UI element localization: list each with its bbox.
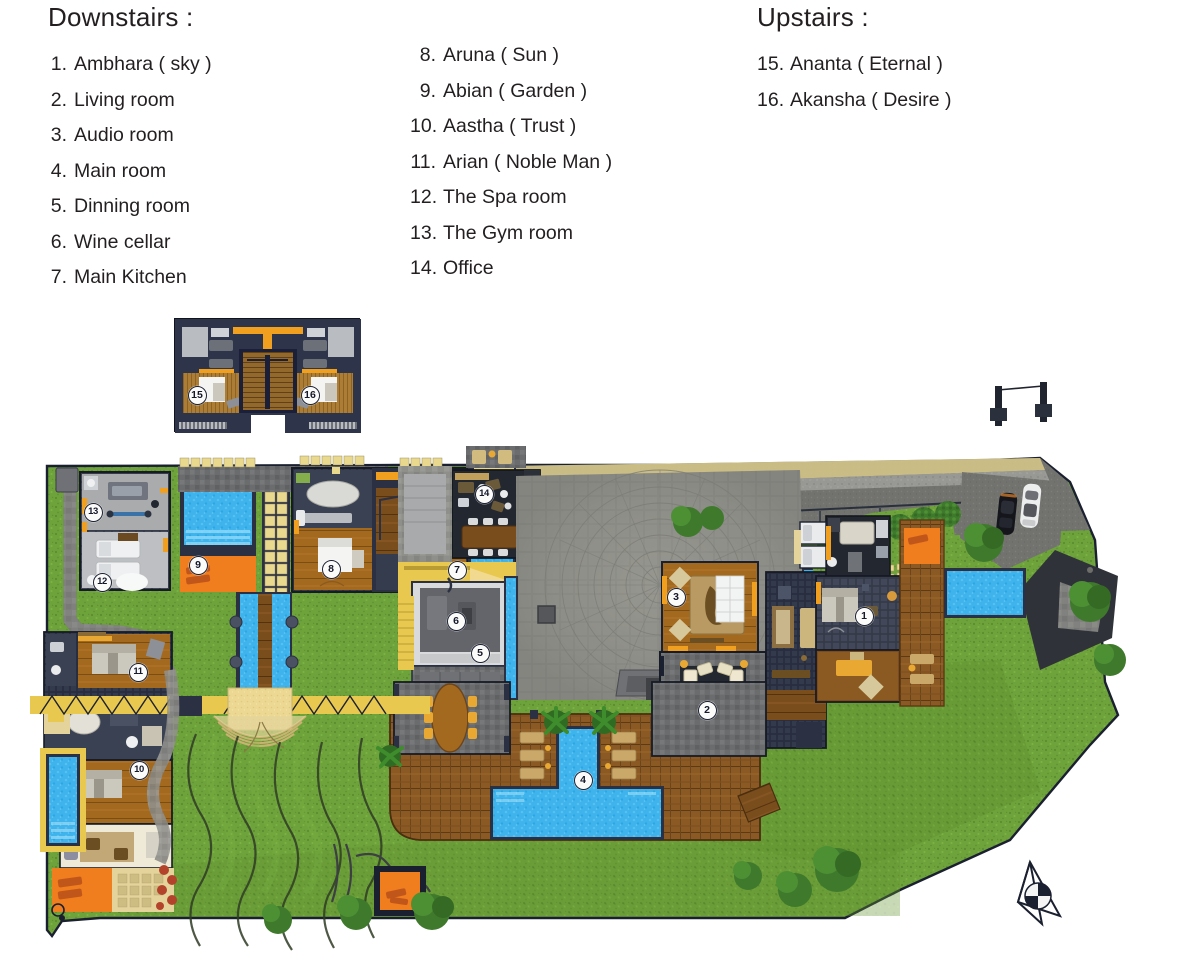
inset-room-marker-15[interactable]: 15	[187, 385, 207, 405]
legend-item-number: 6.	[50, 230, 67, 253]
legend-item-number: 7.	[50, 266, 67, 288]
legend-item-number: 13.	[410, 221, 438, 244]
site-plan: 1 2 3 4 5 6 7 8 9 10 11 12 13 14	[0, 370, 1200, 975]
legend-item: 15.Ananta ( Eternal )	[757, 47, 951, 83]
legend-downstairs: Downstairs : 1. Ambhara ( sky ) 2. Living …	[48, 2, 212, 296]
legend-item: 12.The Spa room	[410, 180, 612, 216]
legend-item: 5. Dinning room	[48, 189, 212, 225]
legend-downstairs-column-2: 8. Aruna ( Sun ) 9. Abian ( Garden ) 10.Aa…	[410, 38, 612, 287]
legend-downstairs-list: 1. Ambhara ( sky ) 2. Living room 3. Audio …	[48, 47, 212, 296]
site-marker-5[interactable]: 5	[470, 643, 490, 663]
legend-item: 16.Akansha ( Desire )	[757, 83, 951, 119]
legend-item-label: Abian ( Garden )	[443, 79, 588, 102]
site-marker-8[interactable]: 8	[321, 559, 341, 579]
legend-item-number: 9.	[419, 79, 436, 102]
legend-item-number: 12.	[410, 186, 438, 208]
site-marker-6[interactable]: 6	[446, 611, 466, 631]
legend-downstairs-list-2: 8. Aruna ( Sun ) 9. Abian ( Garden ) 10.Aa…	[410, 38, 612, 287]
legend-upstairs-list: 15.Ananta ( Eternal ) 16.Akansha ( Desir…	[757, 47, 951, 118]
legend-item: 1. Ambhara ( sky )	[48, 47, 212, 83]
site-marker-3[interactable]: 3	[666, 587, 686, 607]
legend-item-label: Ambhara ( sky )	[74, 53, 212, 75]
legend-item: 6. Wine cellar	[48, 225, 212, 261]
upstairs-floorplan-inset: 15 16	[174, 318, 361, 433]
legend-item-label: Aastha ( Trust )	[443, 115, 577, 137]
legend-item-number: 2.	[50, 88, 67, 111]
legend-item: 2. Living room	[48, 83, 212, 119]
legend-item-label: Aruna ( Sun )	[443, 44, 559, 66]
legend-item-number: 3.	[50, 124, 67, 146]
site-marker-1[interactable]: 1	[854, 606, 874, 626]
legend-item-number: 5.	[50, 195, 67, 217]
legend-item-number: 11.	[410, 150, 436, 173]
legend-item: 7. Main Kitchen	[48, 260, 212, 296]
legend-item: 10.Aastha ( Trust )	[410, 109, 612, 145]
legend-item-number: 16.	[757, 88, 785, 111]
legend-item-label: Office	[443, 257, 494, 279]
legend-item-number: 1.	[50, 53, 67, 75]
legend-item-label: Dinning room	[74, 195, 190, 217]
legend-item-label: Living room	[74, 88, 175, 111]
legend-item: 9. Abian ( Garden )	[410, 74, 612, 110]
legend-downstairs-title: Downstairs :	[48, 2, 194, 32]
legend-item-label: The Gym room	[443, 221, 574, 244]
legend-item: 13.The Gym room	[410, 216, 612, 252]
site-marker-10[interactable]: 10	[129, 760, 149, 780]
legend-item: 14.Office	[410, 251, 612, 287]
legend-item: 4. Main room	[48, 154, 212, 190]
legend-item: 8. Aruna ( Sun )	[410, 38, 612, 74]
legend-item-label: Main room	[74, 159, 167, 182]
legend-item-label: Arian ( Noble Man )	[443, 150, 613, 173]
site-marker-9[interactable]: 9	[188, 555, 208, 575]
site-marker-12[interactable]: 12	[92, 572, 112, 592]
site-marker-14[interactable]: 14	[474, 484, 494, 504]
legend-item: 3. Audio room	[48, 118, 212, 154]
legend-item-number: 4.	[50, 159, 67, 182]
site-marker-7[interactable]: 7	[447, 560, 467, 580]
legend-item-number: 15.	[757, 53, 785, 75]
site-marker-13[interactable]: 13	[83, 502, 103, 522]
legend-item-label: The Spa room	[443, 186, 567, 208]
legend-item-label: Audio room	[74, 124, 174, 146]
legend-item-label: Ananta ( Eternal )	[790, 53, 943, 75]
legend-item-label: Akansha ( Desire )	[790, 88, 952, 111]
site-marker-4[interactable]: 4	[573, 770, 593, 790]
legend-item: 11. Arian ( Noble Man )	[410, 145, 612, 181]
legend-item-label: Wine cellar	[74, 230, 171, 253]
legend-item-number: 8.	[419, 44, 436, 66]
legend-item-number: 10.	[410, 115, 438, 137]
legend-item-label: Main Kitchen	[74, 266, 187, 288]
site-marker-2[interactable]: 2	[697, 700, 717, 720]
legend-upstairs-title: Upstairs :	[757, 2, 869, 32]
legend-upstairs: Upstairs : 15.Ananta ( Eternal ) 16.Akan…	[757, 2, 951, 118]
inset-room-marker-16[interactable]: 16	[300, 385, 320, 405]
legend-item-number: 14.	[410, 257, 438, 279]
site-marker-11[interactable]: 11	[128, 662, 148, 682]
